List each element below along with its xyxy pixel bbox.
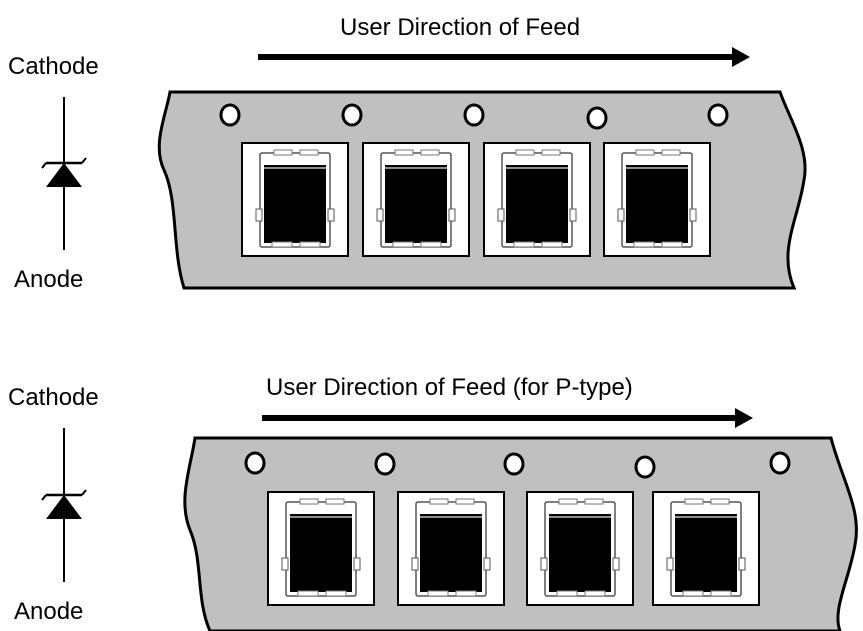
sprocket-holes-bottom (244, 451, 791, 479)
cathode-label-top: Cathode (8, 53, 99, 80)
anode-label-top: Anode (14, 266, 84, 293)
feed-arrow-top (258, 47, 750, 67)
component-pocket-bottom-1 (267, 491, 375, 606)
diode-symbol-top (41, 97, 87, 250)
component-pocket-top-4 (603, 142, 711, 257)
feed-arrow-bottom (262, 408, 753, 428)
feed-direction-label-top: User Direction of Feed (340, 14, 581, 41)
cathode-label-bottom: Cathode (8, 384, 99, 411)
feed-direction-label-bottom: User Direction of Feed (for P-type) (266, 374, 633, 401)
component-pocket-bottom-4 (652, 491, 760, 606)
anode-label-bottom: Anode (14, 598, 84, 625)
component-pocket-top-1 (241, 142, 349, 257)
diode-symbol-bottom (41, 428, 87, 582)
component-pocket-bottom-2 (397, 491, 505, 606)
component-pocket-bottom-3 (526, 491, 634, 606)
component-pocket-top-3 (483, 142, 591, 257)
sprocket-holes-top (219, 103, 729, 130)
component-pocket-top-2 (362, 142, 470, 257)
